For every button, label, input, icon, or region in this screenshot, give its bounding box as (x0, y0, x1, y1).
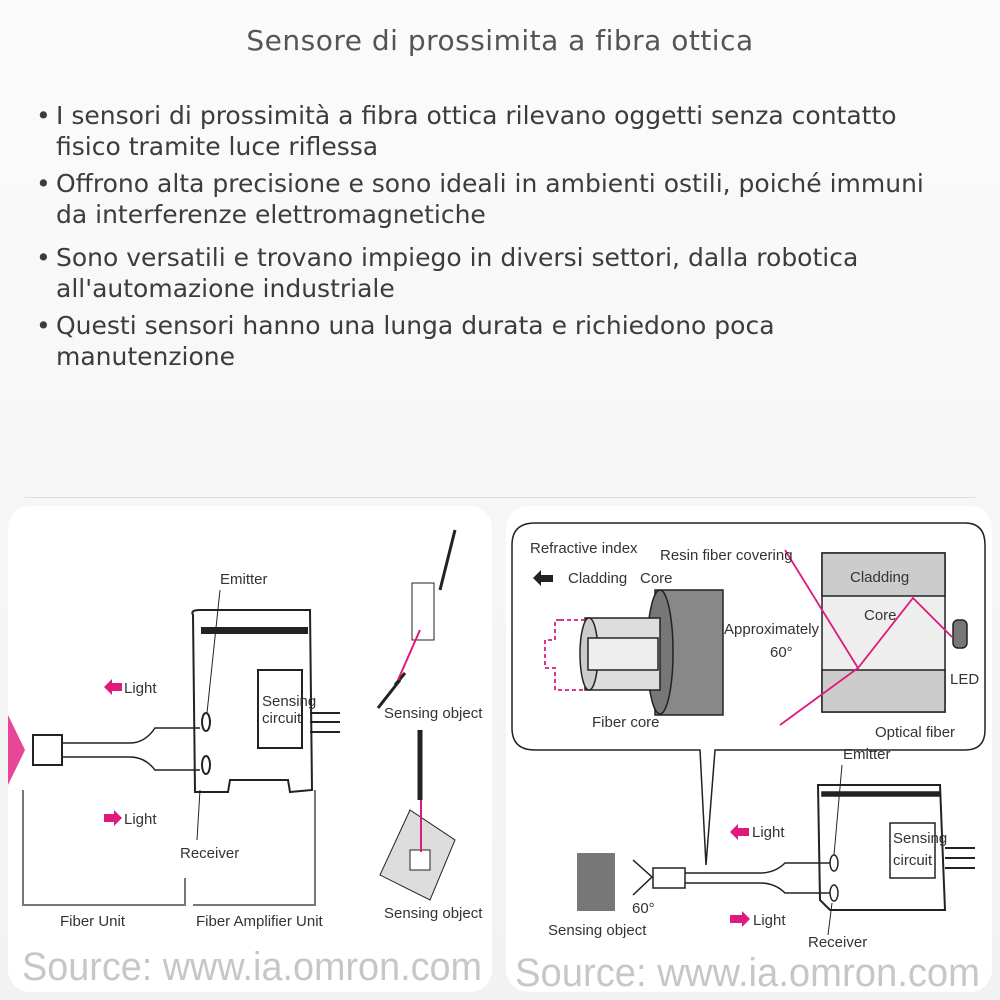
amplifier-top-bar (821, 791, 941, 797)
label-light-in: Light (124, 811, 157, 828)
label-sensing-object: Sensing object (548, 922, 647, 939)
label-fiber-unit: Fiber Unit (60, 913, 126, 930)
light-zigzag (784, 549, 953, 670)
emitter-port (829, 854, 839, 872)
light-arrow-left-icon (730, 824, 749, 840)
left-diagram-svg: Emitter Light Light Sensing circuit Rece… (8, 529, 483, 989)
label-core-2: Core (864, 607, 897, 624)
bullet-list: I sensori di prossimità a fibra ottica r… (36, 100, 956, 378)
sensing-object (577, 853, 615, 911)
label-sensing: Sensing (262, 693, 316, 710)
refracted-ray (779, 667, 859, 726)
receiver-leader (196, 789, 201, 841)
emitter-port (201, 712, 211, 732)
label-led: LED (950, 671, 979, 688)
light-arrow-left-icon (104, 679, 122, 695)
object-plate (411, 582, 435, 641)
receiver-port (201, 755, 211, 775)
label-60-degrees: 60° (770, 644, 793, 661)
output-cable (945, 847, 975, 869)
core-cylinder (587, 637, 659, 671)
beam-1 (397, 629, 421, 681)
light-arrow-right-icon (730, 911, 750, 927)
label-optical-fiber: Optical fiber (875, 724, 955, 741)
label-core: Core (640, 570, 673, 587)
label-angle: 60° (632, 900, 655, 917)
light-arrow-right-icon (104, 810, 122, 826)
emission-cone (632, 859, 654, 896)
label-cladding: Cladding (568, 570, 627, 587)
label-approximately: Approximately (724, 621, 820, 638)
label-sensing-object-1: Sensing object (384, 705, 483, 722)
label-light-in: Light (753, 912, 786, 929)
watermark: Source: www.ia.omron.com (22, 945, 482, 989)
label-sensing: Sensing (893, 830, 947, 847)
label-fiber-amplifier-unit: Fiber Amplifier Unit (196, 913, 324, 930)
label-refractive-index: Refractive index (530, 540, 638, 557)
emitter-leader (206, 589, 221, 714)
label-light-out: Light (124, 680, 157, 697)
right-diagram-svg: Refractive index Cladding Core Resin fib… (511, 522, 986, 992)
fiber-cable (62, 727, 200, 771)
label-resin-fiber-covering: Resin fiber covering (660, 547, 793, 564)
bullet-item: Offrono alta precisione e sono ideali in… (36, 168, 956, 230)
through-beam-sensor (376, 529, 457, 709)
bracket-fiber-unit (22, 790, 186, 906)
sensing-circuit-box (257, 669, 303, 749)
leaders (827, 764, 843, 936)
label-receiver: Receiver (180, 845, 239, 862)
label-circuit: circuit (262, 710, 302, 727)
bullet-item: I sensori di prossimità a fibra ottica r… (36, 100, 956, 162)
receiver-port (829, 884, 839, 902)
label-receiver: Receiver (808, 934, 867, 951)
label-light-out: Light (752, 824, 785, 841)
bracket-amplifier-unit (193, 790, 316, 906)
fiber-sensor-diagram-left: Emitter Light Light Sensing circuit Rece… (8, 506, 492, 992)
sensor-assembly: Emitter Light Sensing circuit Sensing ob… (548, 746, 975, 951)
label-sensing-object-2: Sensing object (384, 905, 483, 922)
conveyor-object (409, 849, 431, 871)
bullet-item: Questi sensori hanno una lunga durata e … (36, 310, 956, 372)
sensing-circuit-box (889, 822, 936, 879)
led-icon (952, 619, 968, 649)
cladding-top (821, 552, 946, 597)
arrow-left-icon (533, 570, 553, 586)
refraction-index-profile (544, 619, 585, 691)
ferrule (652, 867, 686, 889)
bullet-item: Sono versatili e trovano impiego in dive… (36, 242, 956, 304)
divider (25, 497, 975, 498)
output-cable (310, 712, 340, 733)
fiber-cable (685, 862, 830, 894)
watermark: Source: www.ia.omron.com (515, 951, 980, 992)
label-emitter: Emitter (220, 571, 268, 588)
label-fiber-core: Fiber core (592, 714, 660, 731)
amplifier-top-bar (201, 627, 308, 634)
label-circuit: circuit (893, 852, 933, 869)
label-cladding-2: Cladding (850, 569, 909, 586)
cladding-bottom (821, 669, 946, 713)
label-emitter: Emitter (843, 746, 891, 763)
light-cone (8, 715, 25, 785)
ferrule (32, 734, 63, 766)
fiber-sensor-diagram-right: Refractive index Cladding Core Resin fib… (506, 506, 992, 992)
page-title: Sensore di prossimita a fibra ottica (246, 24, 754, 57)
